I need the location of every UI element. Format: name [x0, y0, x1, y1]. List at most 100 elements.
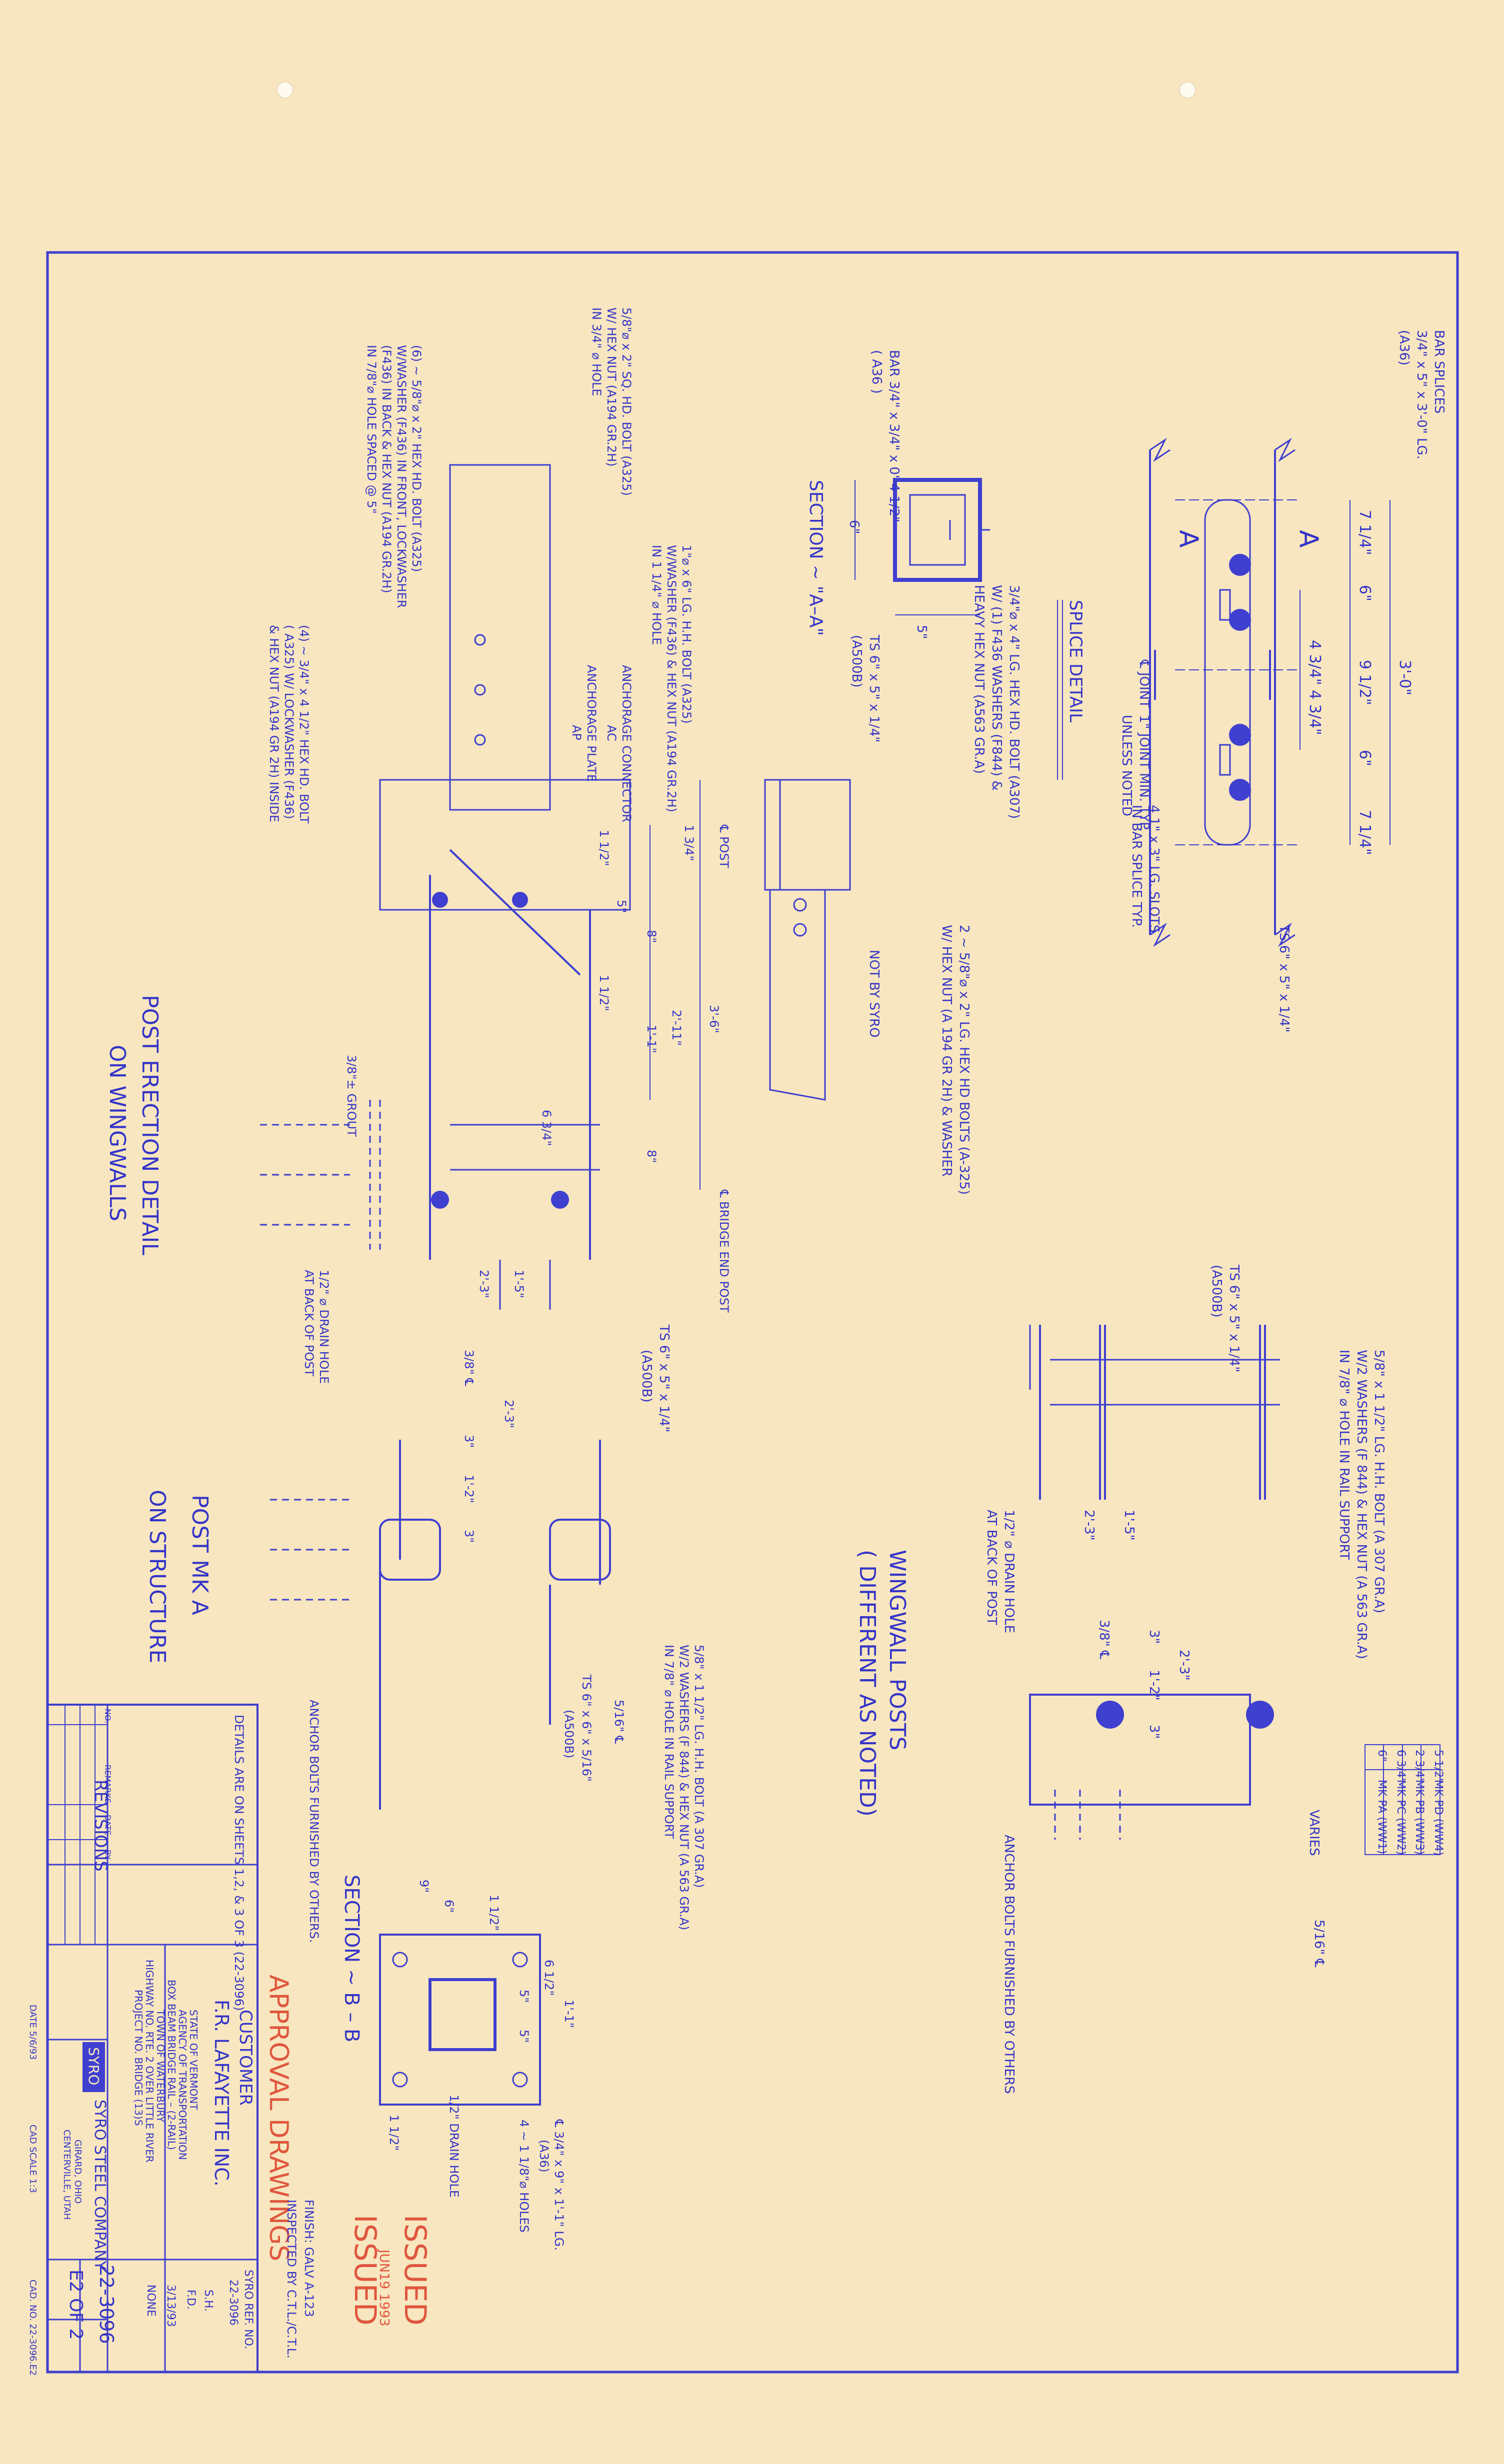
- pe-dim-12: 2'-3": [477, 1270, 491, 1298]
- mark-dim-2: 2 3/4": [1413, 1750, 1426, 1783]
- customer-label: CUSTOMER: [236, 2010, 256, 2106]
- rev-col-remarks: REMARKS: [103, 1765, 112, 1804]
- post-mk-a-title: POST MK A: [187, 1495, 212, 1615]
- wingwall-posts: WINGWALL POSTS ( DIFFERENT AS NOTED) TS …: [854, 1264, 1444, 2094]
- drawn-by: S.H.: [202, 2290, 214, 2312]
- pe-note-14: AP: [570, 725, 584, 740]
- ww-note-17: ANCHOR BOLTS FURNISHED BY OTHERS: [1002, 1835, 1016, 2094]
- drawing-date: 3/13/93: [164, 2285, 177, 2327]
- ww-note-11: 3": [1146, 1630, 1162, 1644]
- pe-note-11: ANCHORAGE CONNECTOR: [620, 665, 634, 822]
- bb-dim-2: 6 1/2": [542, 1960, 556, 1996]
- mka-note-3: 1'-2": [462, 1475, 476, 1503]
- pe-note-8: 1"⌀ x 6" LG. H.H. BOLT (A325): [680, 545, 694, 724]
- company-logo: SYRO: [86, 2047, 102, 2085]
- approval-stamp: APPROVAL DRAWINGS: [264, 1975, 294, 2262]
- company-city-2: CENTERVILLE, UTAH: [62, 2130, 72, 2220]
- inspected-note: INSPECTED BY C.T.L./C.T.L.: [284, 2200, 298, 2359]
- splice-note-4: 1" JOINT MIN. TYP.: [1136, 715, 1152, 832]
- syro-ref-label: SYRO REF. NO.: [242, 2270, 254, 2349]
- ww-note-1: TS 6" x 5" x 1/4": [1226, 1264, 1242, 1372]
- splice-note-3: (A36): [1396, 330, 1412, 365]
- section-aa-note-4: W/ (1) F436 WASHERS (F844) &: [989, 585, 1004, 790]
- company-name: SYRO STEEL COMPANY: [91, 2100, 108, 2270]
- wingwall-posts-subtitle: ( DIFFERENT AS NOTED): [854, 1550, 880, 1817]
- mark-name-1: MK PD (WW4): [1432, 1780, 1444, 1856]
- mka-note-11: (A500B): [562, 1710, 576, 1758]
- pe-note-20: 3/8"± GROUT: [344, 1055, 358, 1137]
- section-aa-note-10: 2 ~ 5/8"⌀ x 2" LG. HEX HD BOLTS (A-325): [956, 925, 972, 1195]
- splice-dim-4: 4 3/4": [1306, 690, 1324, 735]
- pe-note-18: ℄ POST: [717, 824, 731, 868]
- mka-note-1: 2'-3": [502, 1400, 516, 1428]
- bb-dim-4: 5": [517, 2030, 531, 2043]
- section-aa-note-9: 5": [914, 625, 929, 639]
- drawing-scale: NONE: [144, 2285, 157, 2317]
- cad-scale: CAD SCALE 1:3: [28, 2125, 38, 2193]
- rev-col-date: DATE: [103, 1815, 112, 1836]
- issued-date-stamp: JUN19 1993: [376, 2249, 392, 2327]
- bb-note-3: 4 ~ 1 1/8"⌀ HOLES: [517, 2120, 531, 2233]
- mka-note-6: 5/8" x 1 1/2" LG. H.H. BOLT (A 307 GR.A): [692, 1645, 706, 1888]
- ww-note-10: 3/8" ℄: [1096, 1620, 1112, 1659]
- drawing-number: 22-3096: [96, 2265, 118, 2344]
- section-aa-note-8: 6": [846, 520, 862, 534]
- finish-note: FINISH: GALV A-123: [302, 2200, 316, 2317]
- ww-note-7: 2'-3": [1082, 1510, 1096, 1541]
- pe-dim-4: 8": [644, 930, 658, 943]
- mka-note-10: TS 6" x 6" x 5/16": [580, 1674, 594, 1782]
- section-aa-note-2: ( A36 ): [869, 350, 884, 394]
- splice-detail-title: SPLICE DETAIL: [1066, 600, 1086, 722]
- company-logo-box: [82, 2042, 105, 2092]
- section-aa-note-11: W/ HEX NUT (A 194 GR 2H) & WASHER: [939, 925, 954, 1177]
- splice-dim-mid: 9 1/2": [1356, 660, 1374, 705]
- pe-dim-1: 1 3/4": [682, 825, 696, 861]
- cad-number: CAD. NO. 22-3096.E2: [28, 2280, 38, 2376]
- mka-note-12: ANCHOR BOLTS FURNISHED BY OTHERS.: [307, 1700, 321, 1943]
- issued-stamp-2: ISSUED: [348, 2215, 382, 2326]
- pe-dim-11: 1'-5": [512, 1270, 526, 1298]
- pe-note-12: AC: [604, 725, 618, 741]
- section-aa-note-6: TS 6" x 5" x 1/4": [866, 634, 882, 742]
- ww-note-3: 5/8" x 1 1/2" LG. H.H. BOLT (A 307 GR.A): [1372, 1350, 1386, 1613]
- pe-dim-2: 1 1/2": [597, 830, 611, 866]
- bb-note-4: 1/2" DRAIN HOLE: [447, 2095, 461, 2198]
- bb-dim-1: 1'-1": [562, 2000, 576, 2028]
- splice-note-1: BAR SPLICES: [1432, 330, 1446, 413]
- section-aa-note-3: 3/4"⌀ x 4" LG. HEX HD. BOLT (A307): [1006, 585, 1022, 819]
- pe-note-3: IN 3/4" ⌀ HOLE: [590, 307, 604, 396]
- rev-col-no: NO.: [103, 1709, 112, 1723]
- ww-note-12: 1'-2": [1146, 1670, 1162, 1701]
- bb-dim-6: 6": [442, 1900, 456, 1913]
- project-line-2: AGENCY OF TRANSPORTATION: [176, 2010, 188, 2160]
- splice-dim-5: 6": [1356, 750, 1374, 766]
- ww-note-8: 1/2" ⌀ DRAIN HOLE: [1002, 1510, 1016, 1633]
- pe-dim-3: 5": [614, 900, 628, 913]
- pe-note-13: ANCHORAGE PLATE: [584, 665, 598, 782]
- splice-dim-3: 4 3/4": [1306, 640, 1324, 685]
- company-city-1: GIRARD, OHIO: [72, 2140, 83, 2204]
- mka-note-7: W/2 WASHERS (F 844) & HEX NUT (A 563 GR.…: [677, 1645, 691, 1930]
- pe-note-21: 1/2" ⌀ DRAIN HOLE: [317, 1270, 331, 1384]
- project-line-3: BOX BEAM BRIDGE RAIL – (2-RAIL): [166, 1980, 178, 2150]
- rev-col-by: BY: [103, 1850, 112, 1860]
- post-erection-subtitle: ON WINGWALLS: [104, 1045, 130, 1221]
- pe-note-7: IN 7/8"⌀ HOLE SPACED @ 5": [364, 345, 378, 514]
- ww-note-4: W/2 WASHERS (F 844) & HEX NUT (A 563 GR.…: [1354, 1350, 1369, 1659]
- checked-by: F.D.: [184, 2290, 197, 2310]
- title-block: DETAILS ARE ON SHEETS 1,2, & 3 OF 3 (22-…: [46, 1704, 258, 2373]
- section-mark-a2: A: [1294, 530, 1324, 548]
- pe-note-4: (6) ~ 5/8"⌀ x 2" HEX HD. BOLT (A325): [410, 345, 424, 572]
- ww-note-14: 2'-3": [1176, 1650, 1192, 1681]
- revisions-label: REVISIONS: [90, 1780, 110, 1872]
- mark-dim-4: 6": [1376, 1750, 1388, 1762]
- project-line-1: STATE OF VERMONT: [188, 2010, 200, 2110]
- mark-name-4: MK PA (WW1): [1376, 1780, 1388, 1854]
- mark-dim-1: 5 1/2": [1432, 1750, 1444, 1783]
- pe-note-1: 5/8"⌀ x 2" SQ. HD. BOLT (A325): [620, 307, 634, 496]
- section-mark-a1: A: [1174, 530, 1204, 548]
- splice-note-8: IN BAR SPLICE TYP.: [1129, 805, 1144, 928]
- ww-note-6: 1'-5": [1122, 1510, 1136, 1541]
